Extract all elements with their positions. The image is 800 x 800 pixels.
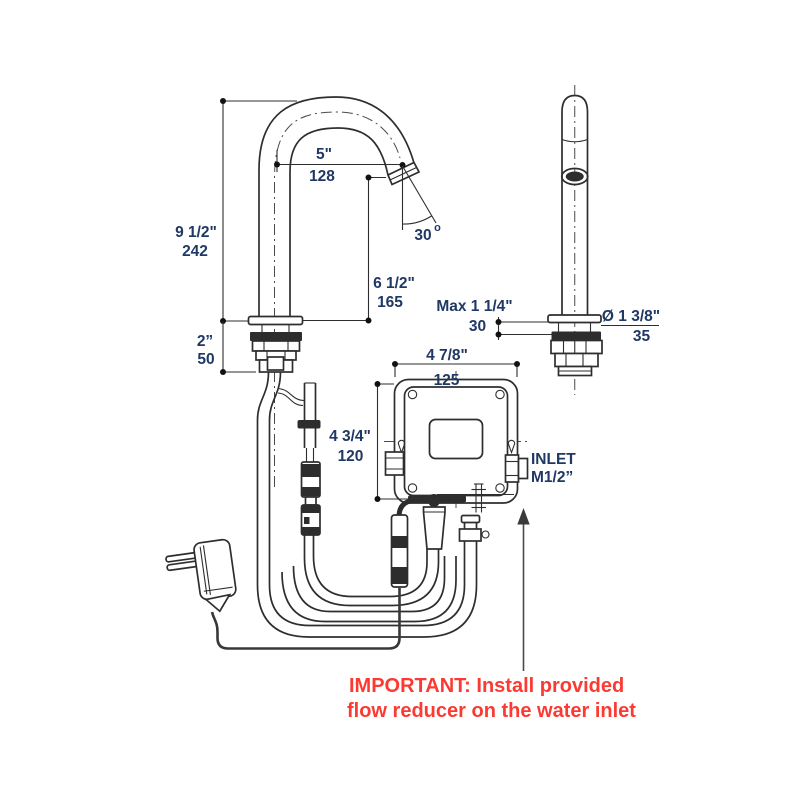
cable-connector-upper bbox=[300, 461, 321, 498]
dim-box-height: 4 3/4" 120 bbox=[329, 381, 438, 502]
hoses-and-cables bbox=[210, 514, 490, 650]
warning-line1: IMPORTANT: Install provided bbox=[349, 675, 624, 697]
power-adapter bbox=[165, 538, 237, 613]
dim-spout-angle: 30 o bbox=[401, 165, 441, 244]
sensor-cable-assembly bbox=[277, 382, 321, 536]
dim-spout-height-metric: 242 bbox=[182, 243, 208, 260]
outlet-hose-fitting bbox=[422, 494, 446, 550]
corner-screw bbox=[495, 483, 505, 493]
spout-tip bbox=[386, 161, 421, 186]
faucet-front-view bbox=[247, 96, 421, 585]
power-connector bbox=[390, 498, 411, 588]
dim-outlet-height-metric: 165 bbox=[377, 294, 403, 311]
dim-box-height-imperial: 4 3/4" bbox=[329, 428, 371, 445]
warning-text: IMPORTANT: Install provided flow reducer… bbox=[347, 675, 636, 722]
sensor-box-window bbox=[428, 418, 484, 460]
dim-base-height-metric: 50 bbox=[197, 351, 214, 368]
faucet-side-base bbox=[547, 314, 603, 377]
inlet-label-line1: INLET bbox=[531, 451, 576, 468]
centerline-front bbox=[274, 111, 401, 487]
outlet-pipe bbox=[458, 514, 490, 542]
keyhole-slot bbox=[507, 439, 516, 455]
inlet-fitting bbox=[504, 454, 529, 483]
dim-spout-angle-value: 30 bbox=[414, 227, 431, 244]
faucet-side-view bbox=[547, 85, 603, 395]
dim-box-width-metric: 125 bbox=[434, 372, 460, 389]
sensor-window bbox=[560, 167, 589, 186]
corner-screw bbox=[407, 483, 418, 493]
dim-spout-reach-imperial: 5" bbox=[316, 146, 332, 163]
dim-outlet-height: 6 1/2" 165 bbox=[303, 174, 415, 324]
dim-spout-height: 9 1/2" 242 bbox=[175, 98, 297, 324]
dim-shank-diameter: Ø 1 3/8" 35 bbox=[601, 308, 660, 345]
sensor-port bbox=[384, 451, 405, 476]
inlet-label-line2: M1/2” bbox=[531, 469, 573, 486]
dim-box-height-metric: 120 bbox=[338, 448, 364, 465]
corner-screw bbox=[495, 389, 505, 400]
dim-spout-reach-metric: 128 bbox=[309, 168, 335, 185]
warning-line2: flow reducer on the water inlet bbox=[347, 700, 636, 722]
arrowhead bbox=[517, 508, 530, 525]
dim-base-height: 2” 50 bbox=[197, 321, 256, 375]
inlet-label: INLET M1/2” bbox=[531, 451, 576, 486]
dim-base-height-imperial: 2” bbox=[197, 333, 213, 350]
inlet-pointer-arrow bbox=[517, 508, 530, 671]
dim-outlet-height-imperial: 6 1/2" bbox=[373, 275, 415, 292]
dim-box-width: 4 7/8" 125 bbox=[392, 347, 520, 389]
dim-max-deck-thickness: Max 1 1/4" 30 bbox=[436, 298, 552, 340]
dim-max-deck-imperial: Max 1 1/4" bbox=[436, 298, 512, 315]
bottom-bolt bbox=[471, 483, 486, 513]
power-cable bbox=[210, 588, 401, 650]
cable-connector-lower bbox=[300, 504, 321, 536]
dim-spout-height-imperial: 9 1/2" bbox=[175, 224, 217, 241]
keyhole-slot bbox=[397, 439, 406, 455]
dim-shank-metric: 35 bbox=[633, 328, 651, 345]
faucet-front-base bbox=[247, 315, 304, 373]
dim-spout-angle-sup: o bbox=[434, 222, 441, 234]
control-box bbox=[384, 371, 529, 513]
dim-box-width-imperial: 4 7/8" bbox=[426, 347, 468, 364]
dim-max-deck-metric: 30 bbox=[469, 318, 486, 335]
dim-spout-reach: 5" 128 bbox=[274, 146, 406, 185]
corner-screw bbox=[407, 389, 418, 400]
dim-shank-imperial: Ø 1 3/8" bbox=[602, 308, 660, 325]
